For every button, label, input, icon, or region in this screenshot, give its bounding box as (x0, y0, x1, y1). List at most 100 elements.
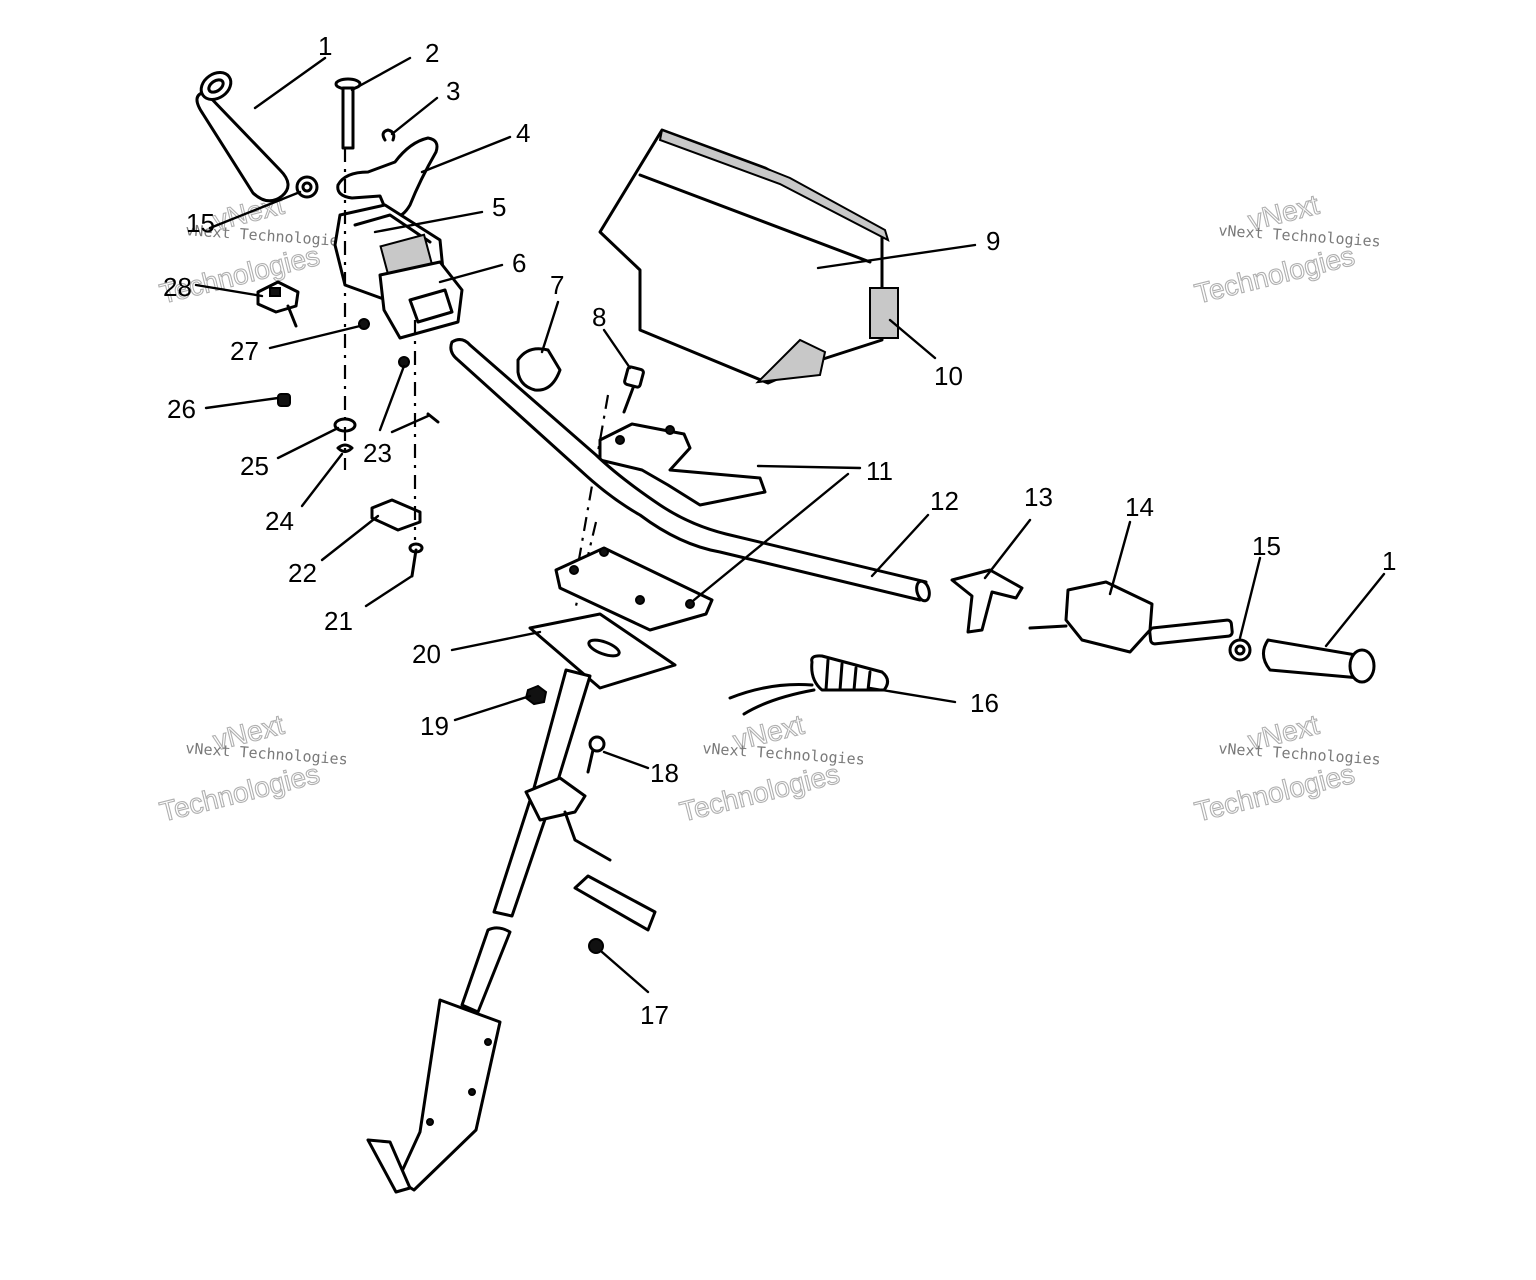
callout-8: 8 (592, 302, 606, 332)
leader-23b (390, 414, 430, 434)
left-grip-plug (295, 175, 319, 199)
retaining-clip (381, 128, 396, 142)
clip-24 (336, 443, 354, 453)
right-hand-grip (1262, 638, 1376, 684)
watermark-line2: Technologies (1192, 240, 1358, 310)
watermark-bottom-left: vNext Technologies vNext Technologies (156, 708, 348, 828)
callout-2: 2 (425, 38, 439, 68)
leader-6 (438, 263, 504, 284)
lower-clamp (554, 546, 714, 632)
kill-switch (256, 280, 300, 328)
callout-25: 25 (240, 451, 269, 481)
housing-screw-23b (426, 412, 440, 424)
pivot-bushing (573, 874, 657, 932)
bar-clip (516, 347, 562, 392)
watermark-line2: Technologies (157, 758, 323, 828)
callout-9: 9 (986, 226, 1000, 256)
leader-2 (350, 56, 412, 92)
leader-lines (194, 56, 1386, 994)
watermark-bottom-right: vNext Technologies vNext Technologies (1191, 708, 1381, 828)
leader-3 (390, 96, 439, 136)
callout-15b: 15 (1252, 531, 1281, 561)
leader-13 (983, 518, 1032, 580)
leader-1a (253, 56, 327, 110)
callout-20: 20 (412, 639, 441, 669)
leader-19 (453, 694, 532, 722)
steering-column-upper (492, 668, 592, 918)
leader-24 (300, 452, 344, 508)
housing-screw-27 (358, 318, 370, 330)
callout-4: 4 (516, 118, 530, 148)
watermark-top-right: vNext Technologies vNext Technologies (1191, 188, 1381, 310)
callout-labels: 1 2 3 4 5 6 7 8 9 10 11 12 13 14 15 15 1… (163, 31, 1396, 1030)
watermark-company: vNext Technologies (1218, 221, 1381, 250)
callout-23: 23 (363, 438, 392, 468)
brake-lever (950, 568, 1024, 634)
callout-3: 3 (446, 76, 460, 106)
leader-15a (208, 190, 302, 230)
leader-25 (276, 426, 340, 460)
leader-4 (420, 135, 512, 174)
leader-12 (870, 513, 930, 578)
leader-20 (450, 630, 542, 652)
callout-26: 26 (167, 394, 196, 424)
leader-5 (373, 210, 484, 234)
leader-22 (320, 514, 380, 562)
stem-screw (586, 735, 606, 774)
callout-24: 24 (265, 506, 294, 536)
left-hand-grip (195, 71, 290, 203)
leader-11b (692, 472, 850, 602)
leader-16 (868, 686, 957, 704)
leader-27 (268, 324, 362, 350)
callout-7: 7 (550, 270, 564, 300)
leader-7 (540, 300, 560, 354)
callout-6: 6 (512, 248, 526, 278)
leader-10 (888, 318, 937, 360)
callout-16: 16 (970, 688, 999, 718)
callout-14: 14 (1125, 492, 1154, 522)
upper-clamp (598, 422, 767, 507)
pivot-nut (588, 938, 604, 954)
master-cylinder (1028, 580, 1234, 654)
hood-panel (598, 128, 899, 385)
leader-26 (204, 396, 280, 410)
handlebar-tube (449, 338, 931, 603)
cover-plate (370, 498, 422, 532)
callout-27: 27 (230, 336, 259, 366)
callout-17: 17 (640, 1000, 669, 1030)
leader-11a (756, 464, 862, 470)
callout-1b: 1 (1382, 546, 1396, 576)
callout-10: 10 (934, 361, 963, 391)
leader-21 (364, 574, 414, 608)
leader-14 (1108, 520, 1132, 596)
watermark-line2: Technologies (1192, 758, 1358, 828)
switch-housing (378, 260, 464, 340)
callout-22: 22 (288, 558, 317, 588)
leader-23a (378, 364, 406, 432)
pivot-pin (334, 77, 362, 150)
leader-8 (602, 328, 632, 370)
right-grip-plug (1228, 638, 1252, 662)
callout-5: 5 (492, 192, 506, 222)
leader-28 (194, 283, 264, 298)
steering-column-lower (366, 926, 512, 1194)
throttle-lever (336, 136, 439, 219)
leader-9 (816, 243, 977, 270)
leader-15b (1238, 556, 1262, 640)
watermark-bottom-center: vNext Technologies vNext Technologies (676, 708, 865, 828)
callout-21: 21 (324, 606, 353, 636)
callout-19: 19 (420, 711, 449, 741)
callout-15a: 15 (186, 208, 215, 238)
set-screw-26 (277, 393, 291, 407)
callout-13: 13 (1024, 482, 1053, 512)
callout-18: 18 (650, 758, 679, 788)
grip-heater-element (728, 654, 889, 716)
hex-nut (524, 684, 548, 706)
mounting-plate (528, 612, 677, 690)
stem-bracket (563, 810, 612, 862)
callout-12: 12 (930, 486, 959, 516)
leader-17 (600, 950, 650, 994)
cover-screw (408, 542, 424, 578)
clamp-bolt (622, 365, 645, 414)
